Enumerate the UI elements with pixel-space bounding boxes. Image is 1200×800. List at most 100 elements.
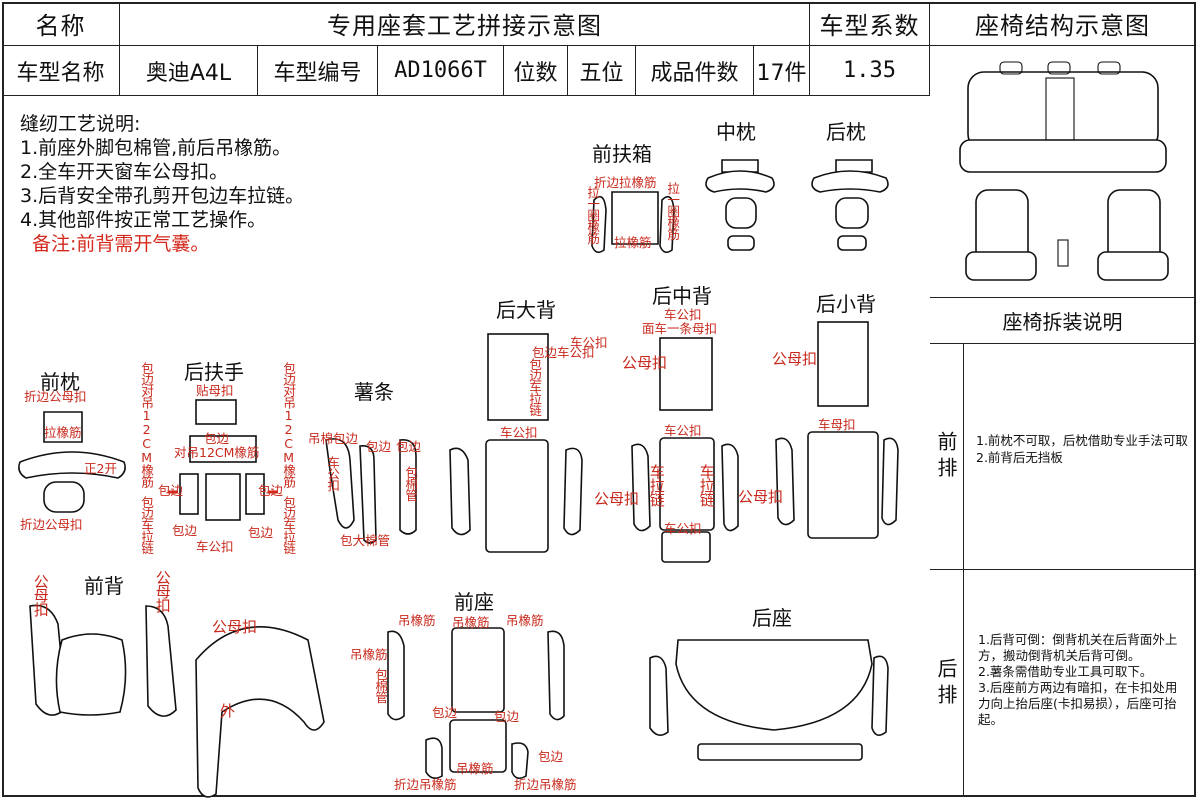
annotation: 包边 — [366, 439, 392, 454]
annotation: 折边拉橡筋 — [594, 175, 657, 190]
annotation: 折边吊橡筋 — [394, 777, 457, 792]
rear-row-line: 1.后背可倒：倒背机关在后背面外上方，搬动倒背机关后背可倒。 — [978, 632, 1178, 663]
front-headrest-pieces — [18, 411, 126, 513]
rear-armrest-pieces — [168, 399, 278, 521]
annotation: 公母扣 — [772, 350, 818, 368]
notes-title: 缝纫工艺说明: — [20, 113, 141, 135]
annotation: 车公扣 — [664, 521, 702, 536]
front-row-line: 1.前枕不可取，后枕借助专业手法可取 — [976, 433, 1188, 448]
coefficient-label: 车型系数 — [810, 2, 930, 46]
sewing-notes: 缝纫工艺说明: 1.前座外脚包棉管,前后吊橡筋。 2.全车开天窗车公母扣。 3.… — [20, 112, 304, 256]
rear-headrest-pieces — [811, 159, 889, 251]
annotation: 包边对吊12CM橡筋 — [139, 362, 155, 487]
annotation: 包边 — [538, 749, 564, 764]
annotation: 包边 — [172, 523, 198, 538]
structure-image-cell — [930, 46, 1196, 298]
annotation: 车公扣 — [500, 425, 538, 440]
annotation: 贴母扣 — [196, 383, 234, 398]
label-rear-headrest: 后枕 — [826, 120, 866, 144]
notes-item: 1.前座外脚包棉管,前后吊橡筋。 — [20, 137, 292, 159]
seats-value: 五位 — [568, 46, 636, 96]
label-rear-middle-back: 后中背 — [652, 284, 712, 308]
model-code: AD1066T — [378, 46, 504, 96]
front-armrest-box-pieces — [591, 191, 675, 254]
annotation: 车拉链 — [697, 464, 716, 506]
annotation: 拉橡筋 — [44, 425, 82, 440]
coefficient-value: 1.35 — [810, 46, 930, 96]
annotation: 车公扣 — [664, 423, 702, 438]
annotation: 吊橡筋 — [350, 647, 388, 662]
annotation: 包边 — [248, 525, 274, 540]
annotation: 拉一圈橡筋 — [665, 182, 681, 240]
middle-headrest-pieces — [705, 159, 775, 251]
annotation: 公母扣 — [622, 354, 668, 372]
rear-seat-pieces — [649, 639, 889, 761]
name-label: 名称 — [2, 2, 120, 46]
model-code-label: 车型编号 — [258, 46, 378, 96]
annotation: 车公扣 — [196, 539, 234, 554]
annotation: 包边 — [258, 483, 284, 498]
annotation: 吊橡筋 — [506, 613, 544, 628]
rear-row-line: 3.后座前方两边有暗扣，在卡扣处用力向上抬后座(卡扣易损），后座可抬起。 — [978, 680, 1178, 727]
annotation: 包边 — [158, 483, 184, 498]
annotation: 包棉管 — [403, 466, 419, 501]
rear-row-text-cell — [964, 570, 1196, 797]
model-name: 奥迪A4L — [120, 46, 258, 96]
annotation: 正2开 — [84, 461, 117, 476]
front-row-text-cell — [964, 344, 1196, 570]
annotation: 车公扣 — [325, 456, 341, 491]
model-name-label: 车型名称 — [2, 46, 120, 96]
annotation: 车公扣 — [570, 335, 608, 350]
label-middle-headrest: 中枕 — [716, 120, 756, 144]
rear-big-back-pieces — [449, 333, 583, 553]
front-row-label: 前排 — [930, 344, 964, 570]
notes-item: 2.全车开天窗车公母扣。 — [20, 161, 229, 183]
diagram-title: 专用座套工艺拼接示意图 — [120, 2, 810, 46]
annotation: 拉一圈橡筋 — [585, 186, 601, 244]
annotation: 包边 — [396, 439, 422, 454]
annotation: 公母扣 — [594, 490, 640, 508]
disassembly-title: 座椅拆装说明 — [930, 298, 1196, 344]
notes-remark: 备注:前背需开气囊。 — [32, 233, 210, 255]
front-row-text: 1.前枕不可取，后枕借助专业手法可取 2.前背后无挡板 — [976, 432, 1188, 466]
label-front-seat: 前座 — [454, 590, 494, 614]
annotation: 包边车拉链 — [281, 496, 297, 554]
annotation: 折边吊橡筋 — [514, 777, 577, 792]
annotation: 包边车公扣 — [532, 345, 595, 360]
annotation: 吊橡筋 — [452, 615, 490, 630]
label-rear-seat: 后座 — [752, 606, 792, 630]
label-rear-armrest: 后扶手 — [184, 360, 244, 384]
rear-middle-back-pieces — [631, 337, 739, 563]
annotation: 包棉管 — [373, 668, 389, 703]
label-front-armrest-box: 前扶箱 — [592, 142, 652, 166]
seats-label: 位数 — [504, 46, 568, 96]
front-row-line: 2.前背后无挡板 — [976, 450, 1063, 465]
annotation: 折边公母扣 — [20, 517, 83, 532]
annotation: 面车一条母扣 — [642, 321, 718, 336]
annotation: 包边 — [494, 709, 520, 724]
seat-structure-sketch — [959, 61, 1169, 281]
annotation: 拉橡筋 — [614, 235, 652, 250]
annotation: 吊橡筋 — [398, 613, 436, 628]
annotation: 公母扣 — [31, 574, 50, 616]
front-back-pieces — [29, 604, 325, 798]
structure-title: 座椅结构示意图 — [930, 2, 1196, 46]
annotation: 对吊12CM橡筋 — [174, 445, 260, 460]
annotation: 包边车拉链 — [527, 358, 543, 416]
label-bolster: 薯条 — [354, 380, 394, 404]
annotation: 包边 — [204, 431, 230, 446]
annotation: 折边公母扣 — [24, 389, 87, 404]
annotation: 包边 — [432, 705, 458, 720]
rear-small-back-pieces — [775, 321, 899, 539]
front-seat-pieces — [387, 627, 565, 780]
annotation: 外 — [220, 702, 236, 720]
annotation: 吊橡筋 — [456, 761, 494, 776]
notes-item: 3.后背安全带孔剪开包边车拉链。 — [20, 185, 305, 207]
annotation: 公母扣 — [153, 570, 172, 612]
annotation: 车拉链 — [647, 464, 666, 506]
label-front-headrest: 前枕 — [40, 370, 80, 394]
annotation: 车公扣 — [664, 307, 702, 322]
annotation: 车母扣 — [818, 417, 856, 432]
notes-item: 4.其他部件按正常工艺操作。 — [20, 209, 267, 231]
